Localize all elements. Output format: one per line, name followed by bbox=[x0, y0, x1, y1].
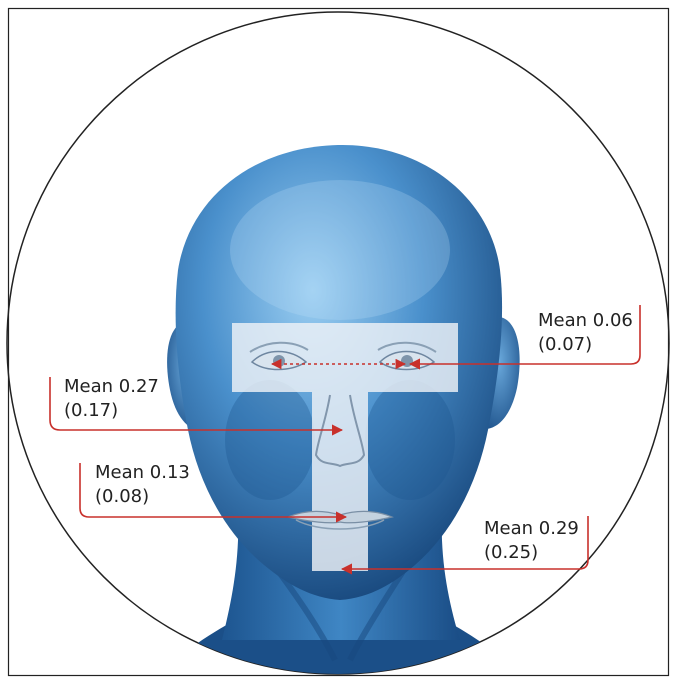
nose-sd-label: (0.17) bbox=[64, 400, 118, 421]
annotation-mouth: Mean 0.13 (0.08) bbox=[95, 462, 190, 507]
mouth-mean-label: Mean 0.13 bbox=[95, 462, 190, 483]
head-illustration bbox=[150, 145, 530, 684]
annotation-chin: Mean 0.29 (0.25) bbox=[484, 518, 579, 563]
mouth-sd-label: (0.08) bbox=[95, 486, 149, 507]
chin-sd-label: (0.25) bbox=[484, 542, 538, 563]
chin-mean-label: Mean 0.29 bbox=[484, 518, 579, 539]
nose-mean-label: Mean 0.27 bbox=[64, 376, 159, 397]
annotation-eyes: Mean 0.06 (0.07) bbox=[538, 310, 633, 355]
eyes-sd-label: (0.07) bbox=[538, 334, 592, 355]
eyes-mean-label: Mean 0.06 bbox=[538, 310, 633, 331]
annotation-nose: Mean 0.27 (0.17) bbox=[64, 376, 159, 421]
